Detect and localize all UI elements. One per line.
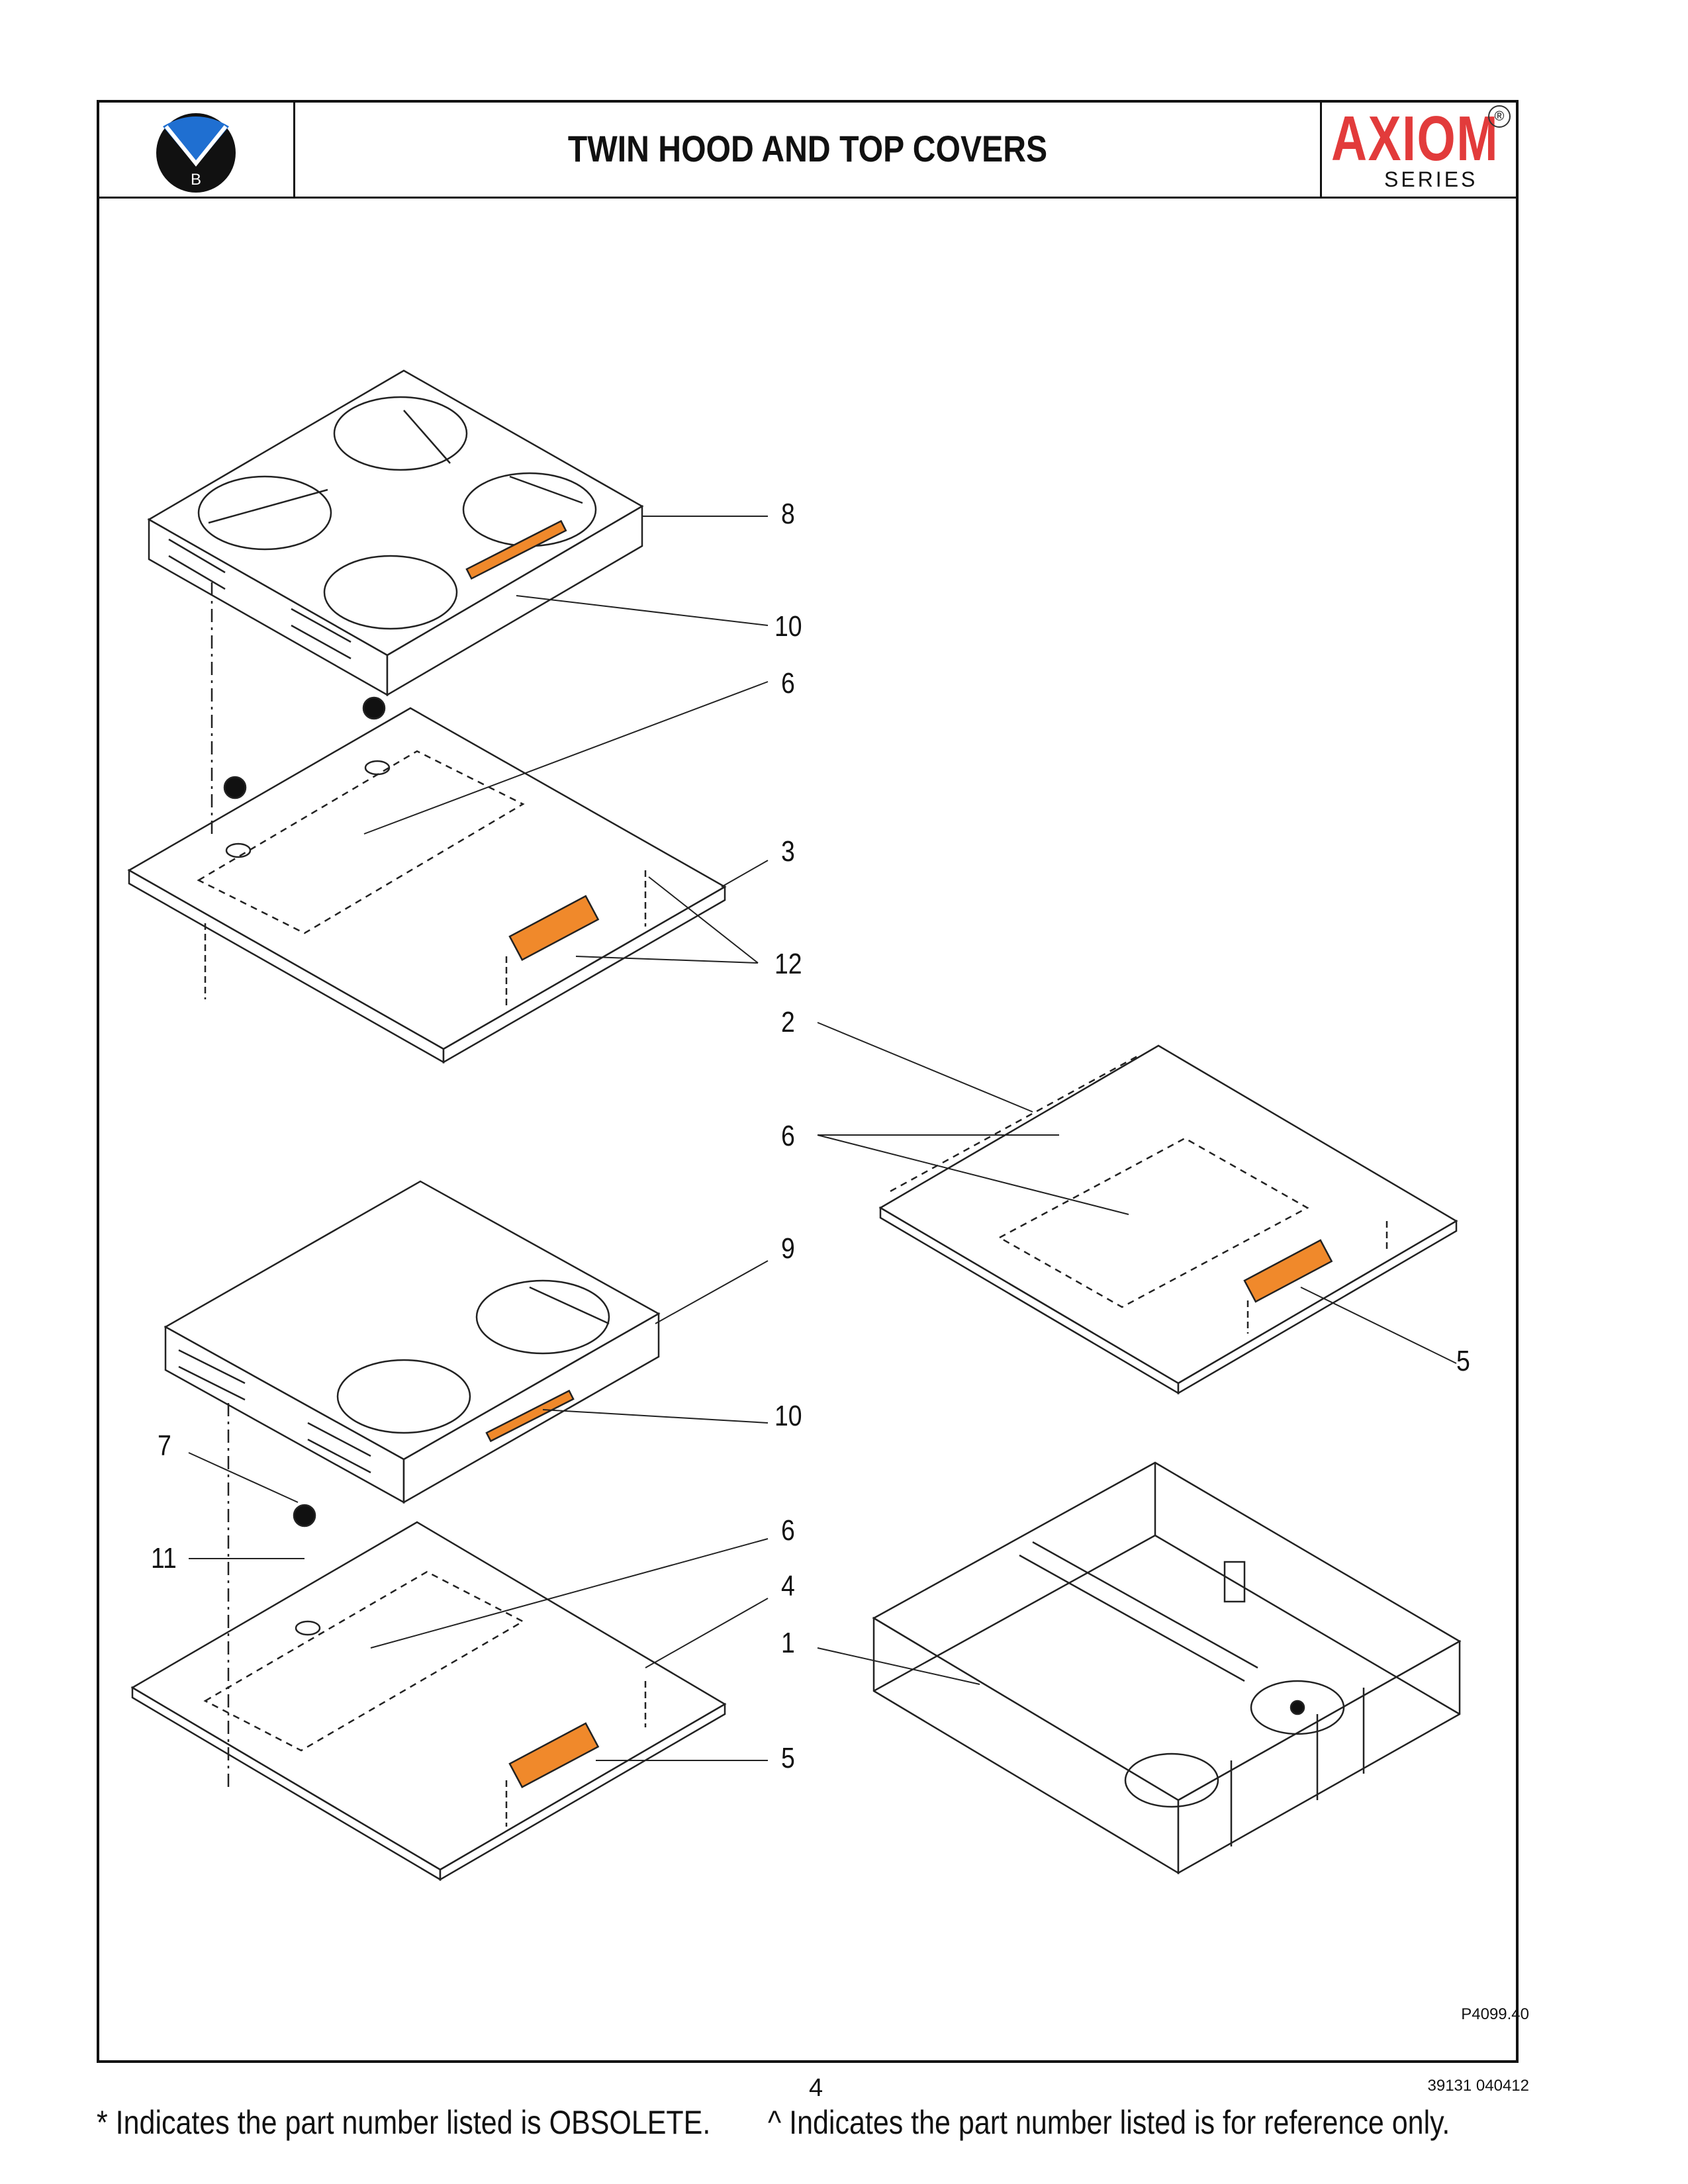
- note-obsolete: * Indicates the part number listed is OB…: [97, 2104, 711, 2141]
- hood-2-burner: [164, 1180, 661, 1504]
- callout-6c: 6: [781, 1514, 795, 1547]
- registered-mark: ®: [1488, 105, 1511, 128]
- top-cover-3: [127, 582, 727, 1064]
- callout-3: 3: [781, 835, 795, 868]
- warning-label: [485, 1389, 575, 1443]
- callout-8: 8: [781, 498, 795, 530]
- callout-1: 1: [781, 1627, 795, 1659]
- note-reference: ^ Indicates the part number listed is fo…: [768, 2104, 1450, 2141]
- logo-cell: B: [97, 100, 295, 197]
- warning-label: [508, 1722, 600, 1789]
- warning-label: [1243, 1239, 1333, 1303]
- callout-12: 12: [774, 948, 802, 980]
- company-logo: B: [156, 113, 236, 193]
- callout-10b: 10: [774, 1400, 802, 1432]
- document-code: 39131 040412: [1427, 2077, 1530, 2095]
- callout-9: 9: [781, 1232, 795, 1265]
- page-frame: [97, 100, 1519, 2063]
- callout-4: 4: [781, 1570, 795, 1602]
- chassis-base: [872, 1461, 1462, 1875]
- callout-10: 10: [774, 610, 802, 643]
- top-cover-4: [130, 1403, 727, 1882]
- page-title: TWIN HOOD AND TOP COVERS: [567, 127, 1048, 169]
- callout-7: 7: [158, 1430, 171, 1462]
- figure-id: P4099.40: [1461, 2005, 1529, 2023]
- page-number: 4: [809, 2074, 823, 2102]
- warning-label: [465, 520, 567, 580]
- brand-series: SERIES: [1384, 167, 1478, 191]
- brand-cell: AXIOM ® SERIES: [1320, 100, 1519, 197]
- callout-11: 11: [151, 1542, 177, 1574]
- hood-4-burner: [147, 369, 644, 697]
- page-header: B TWIN HOOD AND TOP COVERS AXIOM ® SERIE…: [97, 100, 1519, 199]
- warning-label: [508, 895, 600, 962]
- top-cover-2: [878, 1044, 1458, 1395]
- callout-2: 2: [781, 1006, 795, 1038]
- logo-letter: B: [191, 171, 201, 189]
- brand-name: AXIOM: [1331, 103, 1499, 174]
- callout-5b: 5: [781, 1742, 795, 1774]
- callout-6: 6: [781, 667, 795, 700]
- callout-5: 5: [1456, 1345, 1470, 1377]
- callout-6b: 6: [781, 1120, 795, 1152]
